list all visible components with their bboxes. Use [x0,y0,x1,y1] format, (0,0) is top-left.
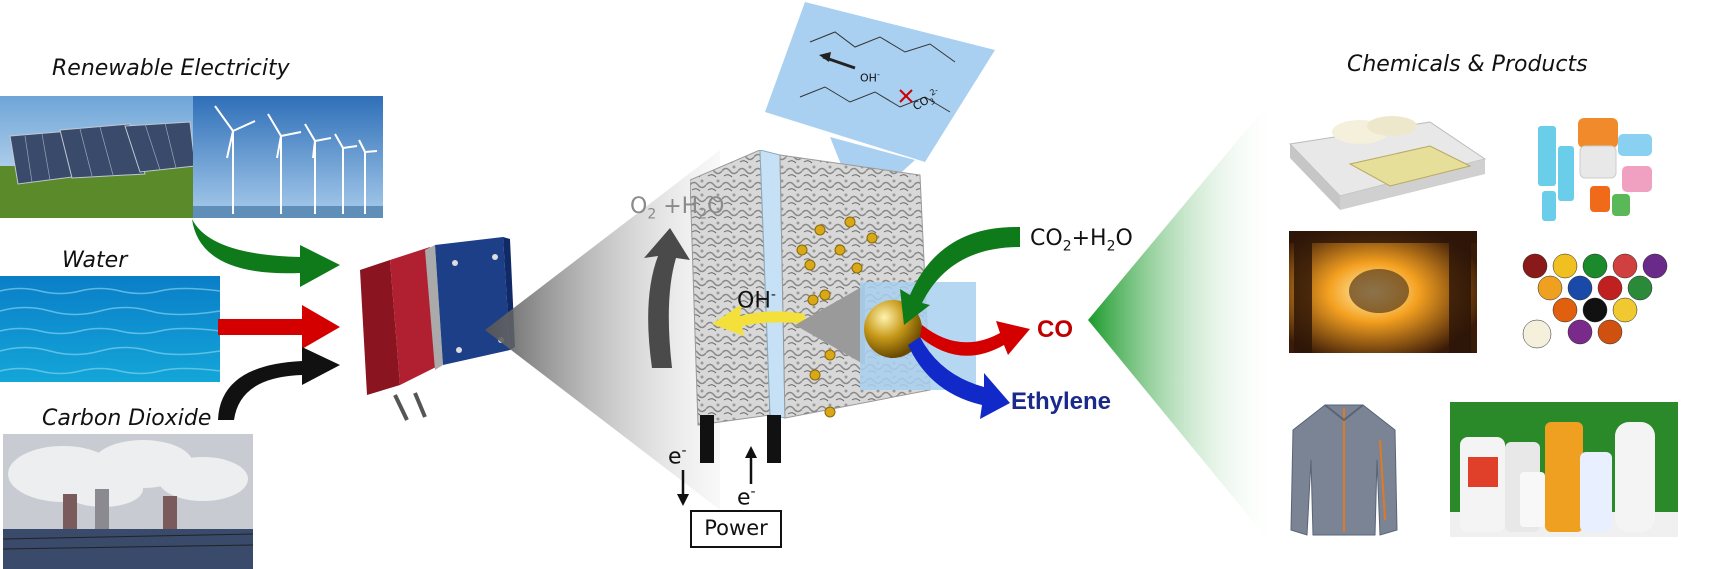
wind-turbines-image [193,96,383,218]
electron-up-arrow [745,446,757,484]
catalyst-arrows [900,226,1030,419]
electron-left-label: e- [668,443,687,470]
plastic-containers-image [1530,106,1657,226]
membrane-zoom-box [765,2,995,172]
hydroxide-arrow [712,304,805,336]
zoom-cone-catalyst [795,285,865,365]
cleaning-products-image [1450,402,1678,537]
green-arrow [192,219,340,287]
co2-h2o-label: CO2+H2O [1030,226,1133,255]
ethylene-product-label: Ethylene [1011,388,1112,415]
steel-mill-image [1289,231,1477,353]
zoom-cone-products [1088,92,1278,552]
mattress-image [1280,104,1492,210]
smokestacks-image [3,434,253,569]
membrane-oh-label: OH- [860,70,880,85]
solar-panel-image [0,96,195,218]
co2-input-arrow [900,226,1020,325]
co-output-arrow [920,321,1030,356]
power-supply-box: Power [690,510,782,548]
ethylene-output-arrow [908,337,1010,419]
water-label: Water [62,248,128,273]
input-arrows [192,219,340,420]
red-arrow [218,305,340,349]
electron-down-arrow [677,470,689,506]
co-product-label: CO [1037,316,1073,343]
billiard-balls-image [1515,252,1675,352]
hydroxide-label: OH- [737,287,776,314]
o2-h2o-label: O2 +H2O [630,194,725,223]
electron-right-label: e- [737,484,756,511]
jacket-image [1285,400,1403,540]
water-image [0,276,220,382]
o2-release-arrow [644,228,690,368]
black-arrow [218,347,340,420]
chemicals-products-title: Chemicals & Products [1347,52,1588,77]
renewable-electricity-label: Renewable Electricity [52,56,290,81]
carbon-dioxide-label: Carbon Dioxide [42,406,212,431]
